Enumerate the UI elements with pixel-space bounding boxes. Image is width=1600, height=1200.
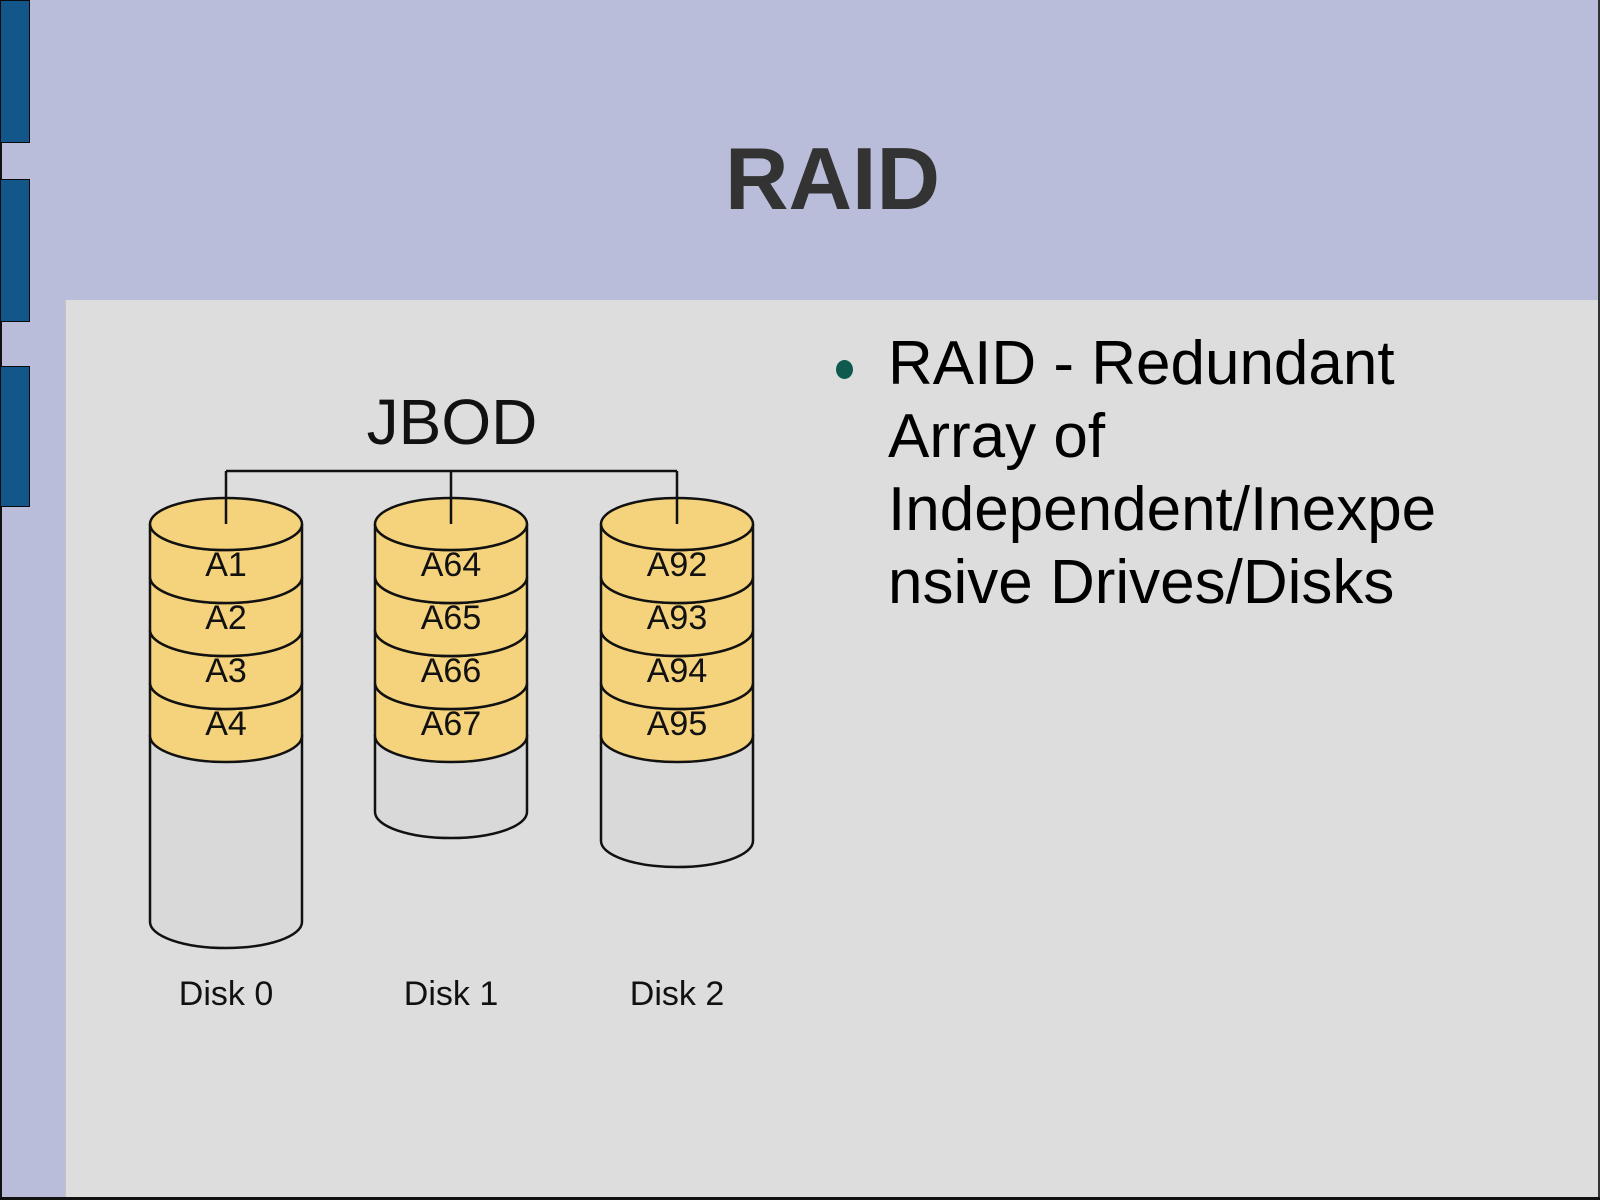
disk-empty-space [148,734,304,950]
disk-block-label: A94 [647,652,708,690]
disk-block-label: A64 [421,546,482,584]
disk-empty-space [599,734,755,869]
disk-block-label: A95 [647,705,708,743]
bullet-dot-icon [836,360,853,379]
bullet-line: Independent/Inexpe [888,475,1437,544]
frame-left-border [0,0,2,1200]
side-accent-block-3 [0,366,30,507]
side-accent-block-1 [0,0,30,143]
frame-right-border [1598,0,1600,1200]
frame-bottom-border [0,1197,1600,1200]
bullet-line: Array of [888,402,1106,471]
disk-block-label: A65 [421,599,482,637]
content-panel [65,300,1598,1197]
bullet-list: RAID - Redundant Array of Independent/In… [822,327,1522,619]
disk-block-label: A67 [421,705,482,743]
disk-name-label: Disk 2 [630,975,724,1013]
disk-block-label: A66 [421,652,482,690]
disk-block-label: A2 [205,599,247,637]
disk-name-label: Disk 1 [404,975,498,1013]
bullet-item: RAID - Redundant Array of Independent/In… [822,327,1522,619]
side-accent-block-2 [0,179,30,322]
diagram-title: JBOD [367,386,538,458]
bullet-line: nsive Drives/Disks [888,548,1395,617]
disk-block-label: A4 [205,705,247,743]
slide-title: RAID [724,129,941,228]
bullet-text: RAID - Redundant Array of Independent/In… [888,327,1488,619]
disk-block-label: A1 [205,546,247,584]
bullet-line: RAID - Redundant [888,329,1395,398]
disk-name-label: Disk 0 [179,975,273,1013]
disk-block-label: A3 [205,652,247,690]
disk-block-label: A92 [647,546,708,584]
disk-empty-space [373,734,529,840]
disk-block-label: A93 [647,599,708,637]
